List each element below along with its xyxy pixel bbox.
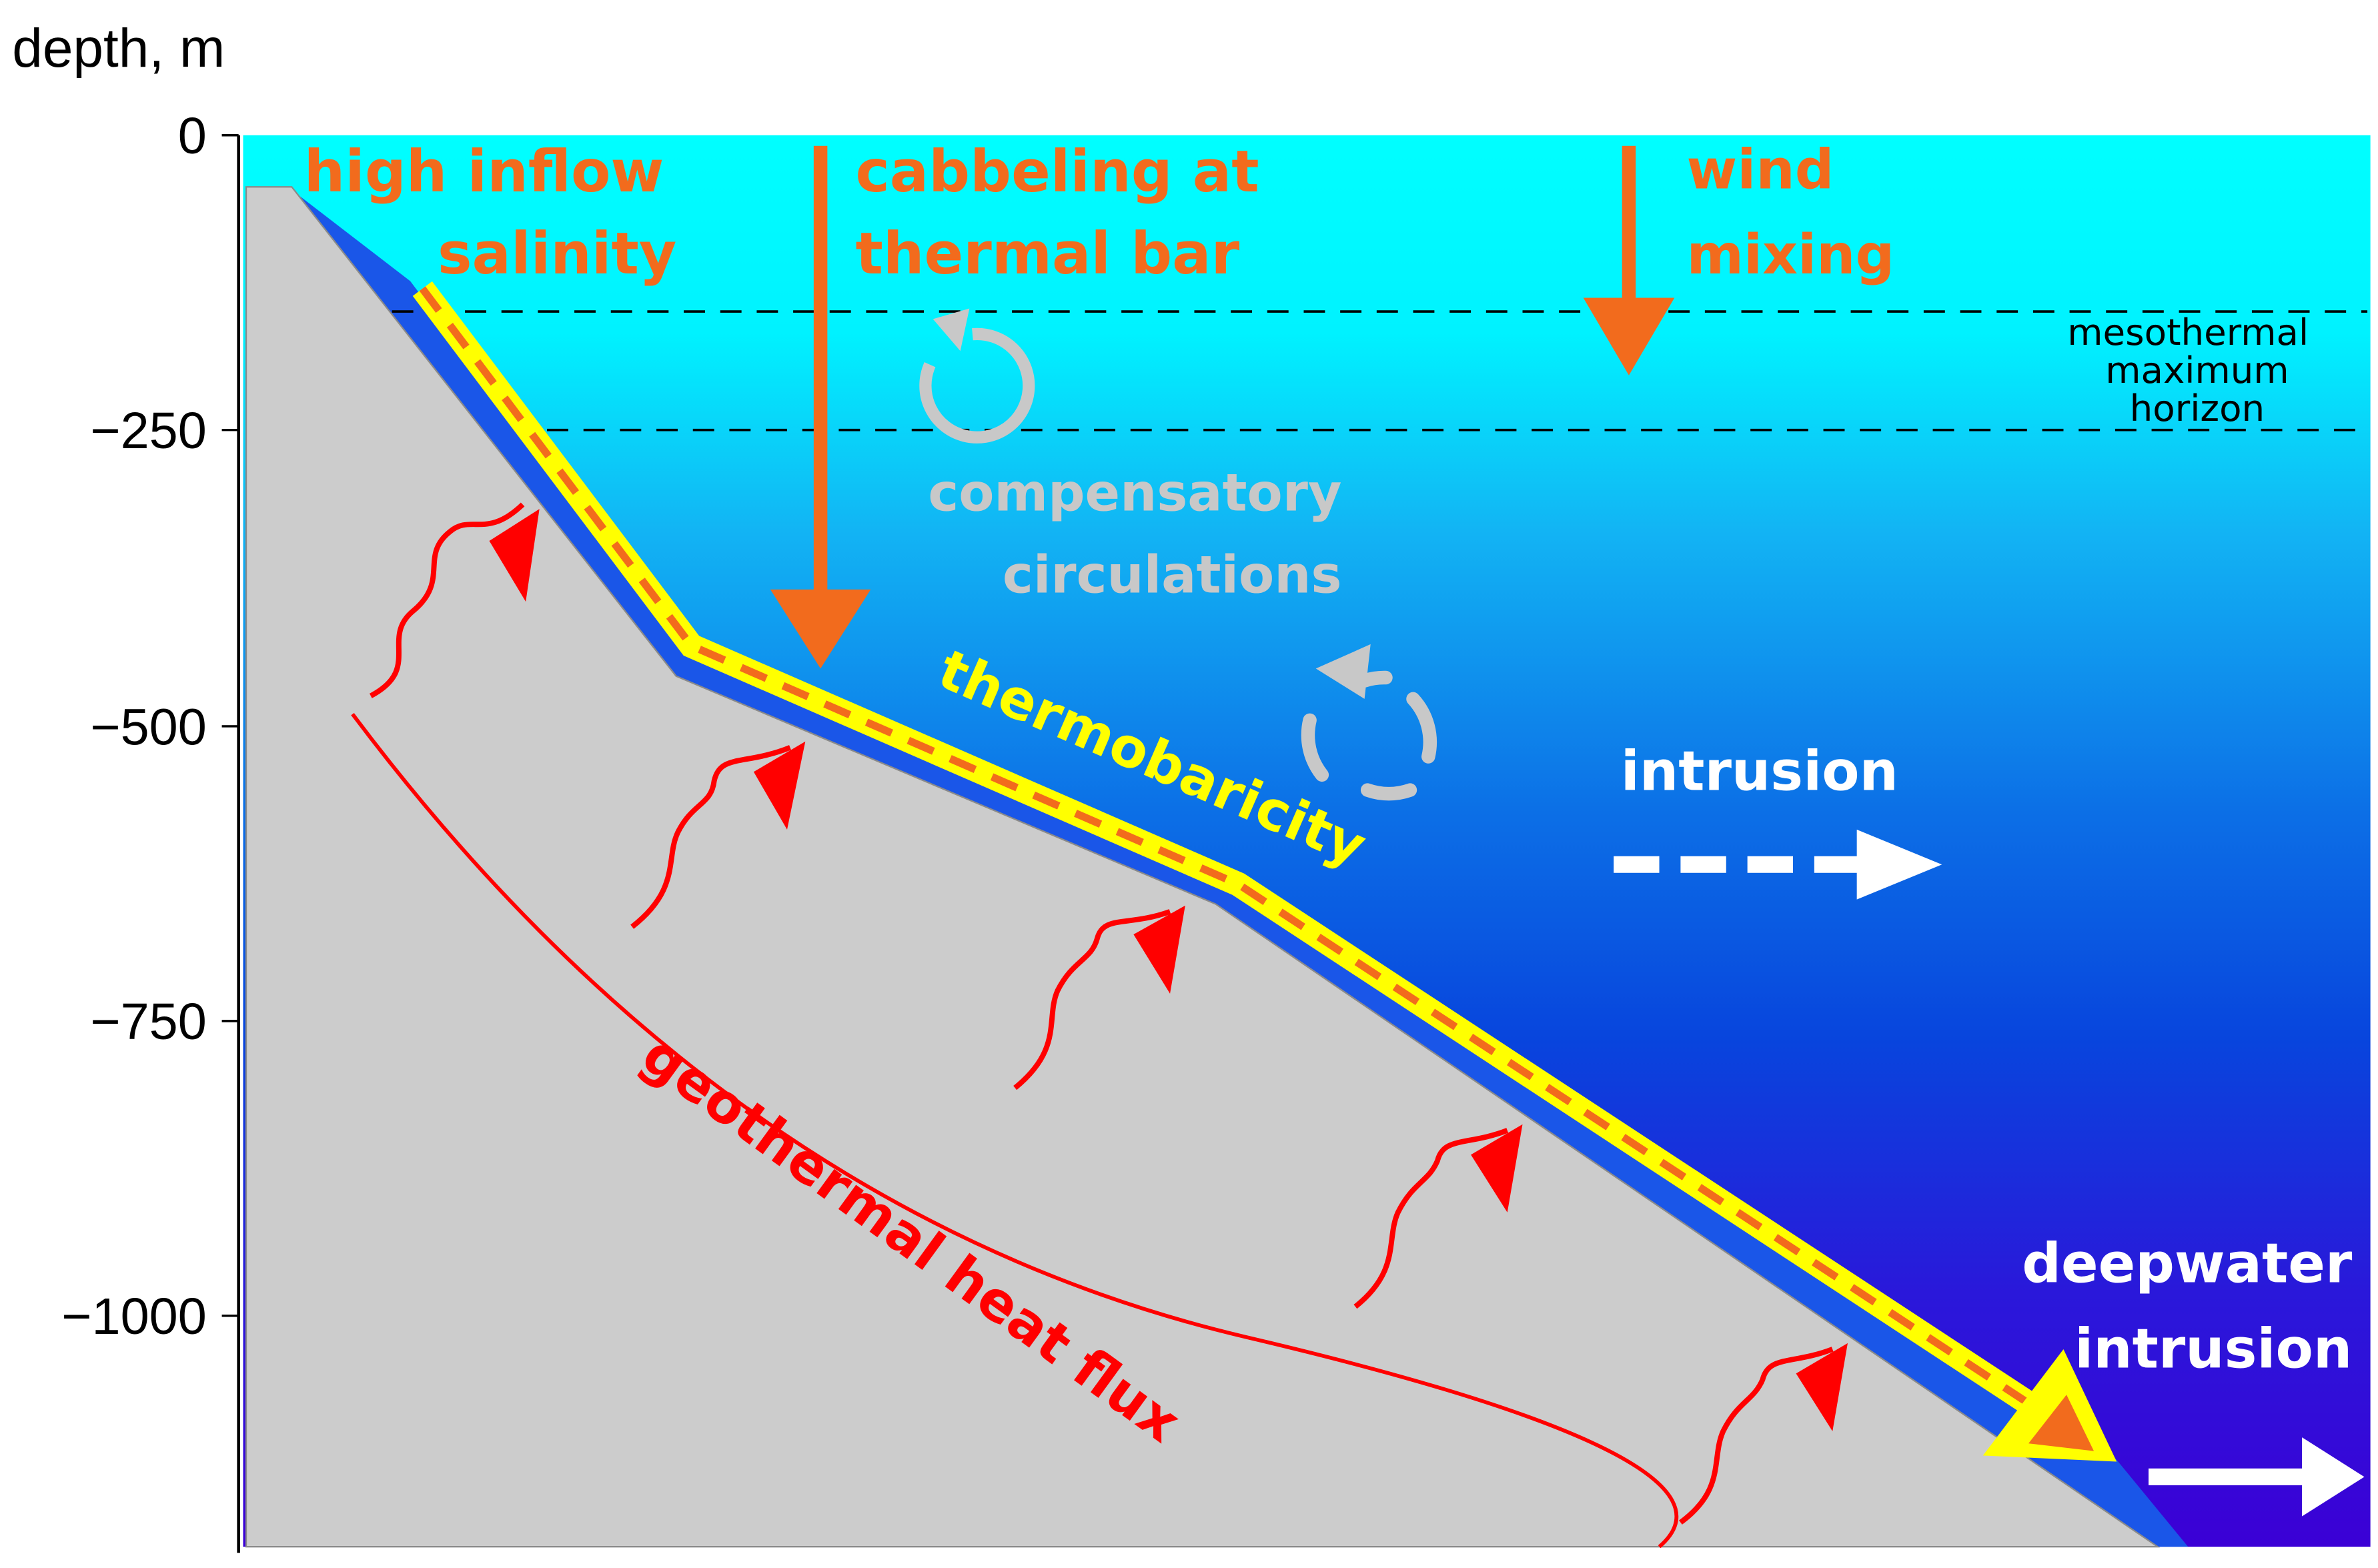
label-compensatory: compensatory — [928, 463, 1341, 523]
heat-arrow-4-icon — [1353, 1124, 1523, 1309]
thermobaric-arrowhead-inner — [2028, 1395, 2095, 1451]
heat-arrow-2-icon — [630, 741, 806, 929]
label-intrusion: intrusion — [1621, 740, 1898, 804]
y-axis-label: depth, m — [12, 18, 225, 79]
label-salinity: salinity — [438, 221, 676, 287]
label-maximum: maximum — [2105, 349, 2289, 391]
y-axis-ticks — [221, 134, 239, 1317]
label-thermal-bar: thermal bar — [855, 221, 1239, 287]
wind-mixing-arrow — [1583, 145, 1675, 375]
heat-arrow-1-icon — [369, 502, 540, 698]
y-tick-500: −500 — [90, 698, 206, 756]
y-tick-750: −750 — [90, 993, 206, 1050]
label-high-inflow: high inflow — [304, 139, 664, 205]
heat-arrow-3-icon — [1013, 905, 1185, 1090]
deepwater-intrusion-arrow — [2149, 1437, 2365, 1517]
geothermal-curve — [351, 712, 1679, 1549]
cabbeling-arrow — [770, 145, 871, 669]
y-tick-0: 0 — [178, 107, 207, 165]
thermobaric-current-core — [419, 286, 2069, 1432]
label-mesothermal: mesothermal — [2067, 311, 2309, 353]
label-cabbeling: cabbeling at — [855, 139, 1259, 205]
intrusion-arrow — [1614, 829, 1942, 900]
label-horizon: horizon — [2130, 387, 2265, 430]
circulation-lower-arrowhead — [1315, 644, 1371, 699]
label-circulations: circulations — [1003, 545, 1341, 605]
circulation-loop-upper-icon — [919, 308, 1035, 444]
label-deepwater: deepwater — [2022, 1233, 2353, 1296]
y-tick-250: −250 — [90, 402, 206, 460]
label-mixing: mixing — [1687, 223, 1895, 287]
heat-arrow-5-icon — [1679, 1343, 1848, 1525]
seabed — [245, 186, 2161, 1548]
label-wind: wind — [1687, 138, 1834, 201]
label-deepwater-intrusion: intrusion — [2074, 1317, 2352, 1381]
y-tick-1000: −1000 — [61, 1288, 206, 1345]
